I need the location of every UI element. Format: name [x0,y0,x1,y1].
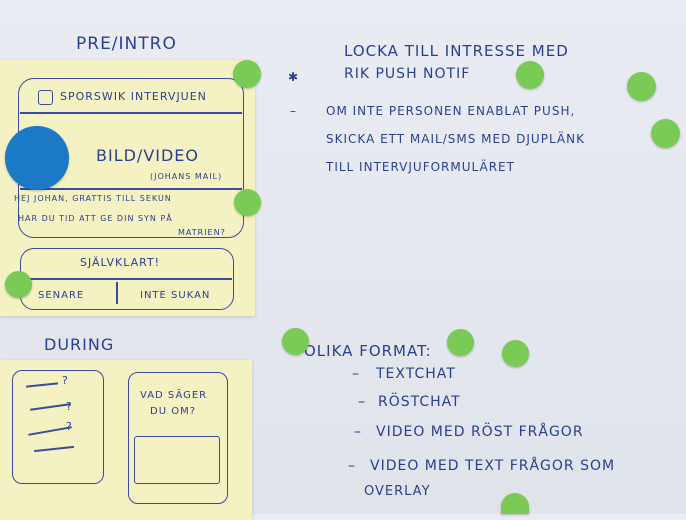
media-sublabel: (JOHANS MAIL) [150,172,223,181]
chat-question-mark-1: ? [62,374,69,387]
format-dash-4: – [348,458,356,474]
option-later: SENARE [38,290,85,301]
during-title: DURING [44,335,115,354]
message-line-1: HEJ JOHAN, GRATTIS TILL SEKUN [14,194,172,203]
chat-question-mark-3: ? [66,420,73,433]
green-dot-sticker [282,328,309,355]
cta-label: SJÄLVKLART! [80,256,161,269]
green-dot-sticker [516,61,544,89]
green-dot-sticker [5,271,32,298]
green-dot-sticker [234,189,261,216]
checkbox-icon [38,90,53,105]
chat-question-mark-2: ? [66,400,73,413]
video-question-line-2: DU OM? [150,406,197,417]
note-star-icon: ✱ [288,70,300,84]
blue-dot-sticker [5,126,69,190]
green-dot-sticker [447,329,474,356]
note-line-3: OM INTE PERSONEN ENABLAT PUSH, [326,104,576,118]
note-line-2: RIK PUSH NOTIF [344,66,471,82]
pre-intro-title: PRE/INTRO [76,34,177,54]
formats-title: OLIKA FORMAT: [304,342,432,360]
format-dash-3: – [354,424,362,440]
format-item-5: OVERLAY [364,484,431,499]
format-dash-1: – [352,366,360,382]
sticky-note-during: ? ? ? VAD SÄGER DU OM? [0,360,252,520]
cta-divider [22,278,232,280]
format-item-3: VIDEO MED RÖST FRÅGOR [376,424,584,440]
media-divider [20,188,242,190]
green-dot-sticker [501,493,529,514]
format-item-1: TEXTCHAT [376,366,456,382]
option-not: INTE SUKAN [140,290,211,301]
green-dot-sticker [502,340,529,367]
video-question-line-1: VAD SÄGER [140,390,208,401]
sticky-note-pre-intro: SPORSWIK INTERVJUEN BILD/VIDEO (JOHANS M… [0,60,255,316]
note-line-1: LOCKA TILL INTRESSE MED [344,42,569,60]
media-label: BILD/VIDEO [96,146,200,165]
option-separator [116,282,118,304]
format-item-2: RÖSTCHAT [378,394,461,410]
video-placeholder-box [134,436,220,484]
note-line-5: TILL INTERVJUFORMULÄRET [326,160,515,174]
video-mockup-frame [128,372,228,504]
message-line-2: HAR DU TID ATT GE DIN SYN PÅ [18,214,173,223]
format-dash-2: – [358,394,366,410]
green-dot-sticker [651,119,680,148]
format-item-4: VIDEO MED TEXT FRÅGOR SOM [370,458,616,474]
header-divider [20,112,242,114]
note-dash-icon: – [290,104,297,118]
green-dot-sticker [627,72,656,101]
chat-mockup-frame [12,370,104,484]
green-dot-sticker [233,60,261,88]
message-line-3: MATRIEN? [178,228,226,237]
interview-header-label: SPORSWIK INTERVJUEN [60,90,207,103]
note-line-4: SKICKA ETT MAIL/SMS MED DJUPLÄNK [326,132,585,146]
